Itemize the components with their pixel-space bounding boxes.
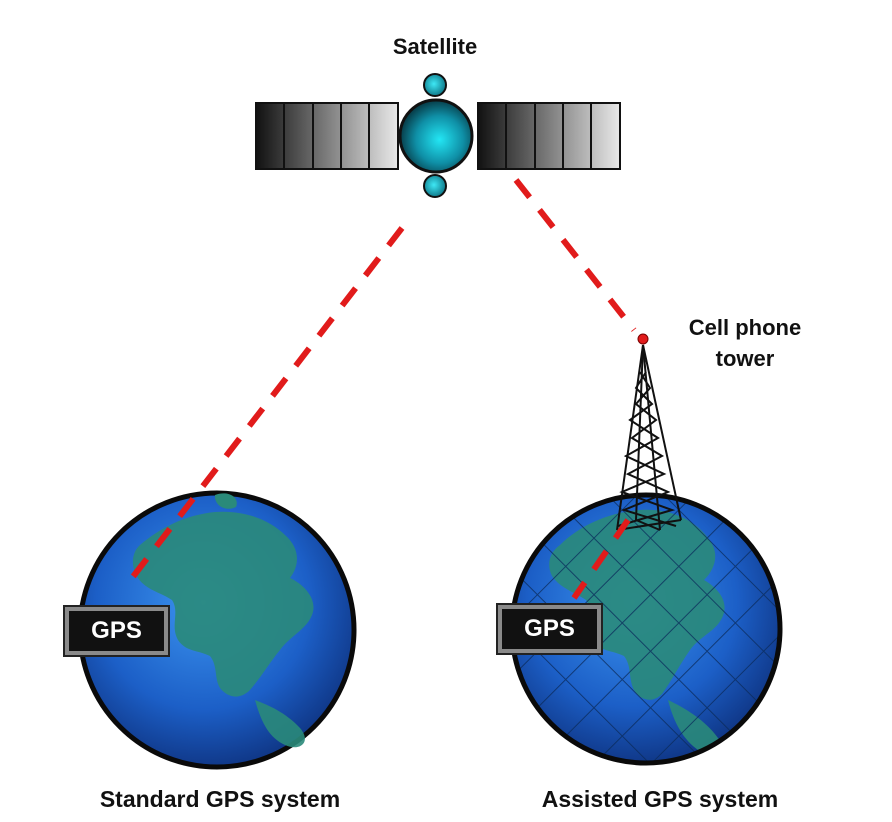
- tower-label-line2: tower: [715, 346, 775, 371]
- signal-tower-to-assisted: [571, 518, 631, 600]
- satellite-body: [398, 98, 474, 174]
- satellite-bottom-knob: [423, 174, 447, 198]
- signal-satellite-to-tower: [513, 178, 637, 332]
- right-solar-panel: [477, 102, 621, 170]
- gps-device-assisted: GPS: [498, 605, 601, 653]
- globe-icon: [509, 492, 783, 766]
- landmass: [132, 511, 314, 697]
- signal-lines: [129, 178, 637, 600]
- tower-label-line1: Cell phone: [688, 315, 802, 340]
- landmass: [214, 493, 237, 509]
- satellite-icon: [255, 73, 621, 198]
- landmass: [255, 700, 305, 748]
- satellite-top-knob: [423, 73, 447, 97]
- satellite-label: Satellite: [392, 34, 478, 59]
- standard-gps-caption: Standard GPS system: [99, 786, 341, 812]
- cell-tower-icon: [616, 333, 682, 531]
- left-solar-panel: [255, 102, 399, 170]
- gps-device-standard: GPS: [65, 607, 168, 655]
- tower-beacon: [637, 333, 649, 345]
- assisted-gps-caption: Assisted GPS system: [541, 786, 779, 812]
